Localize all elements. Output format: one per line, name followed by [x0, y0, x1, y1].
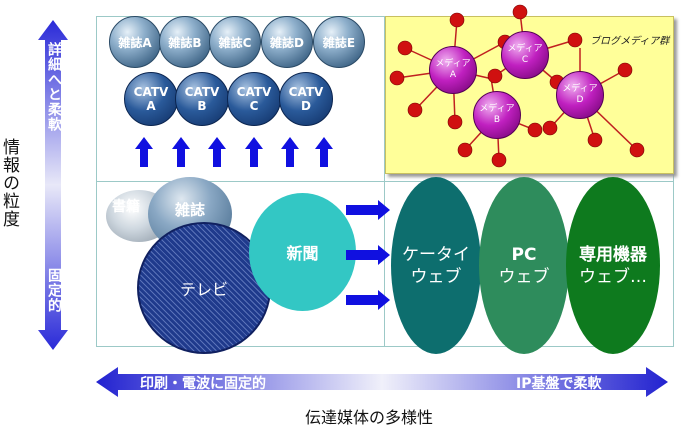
blog-media-title: ブログメディア群: [590, 36, 670, 47]
magazine-sphere: 雑誌E: [313, 16, 365, 68]
magazine-sphere: 雑誌B: [159, 16, 211, 68]
tv-label: テレビ: [179, 280, 228, 299]
newspaper-label: 新聞: [286, 244, 319, 263]
grid-vertical-divider: [384, 16, 385, 347]
horizontal-axis-arrow: [96, 367, 668, 397]
vertical-axis-bottom-label: 固定的: [46, 268, 62, 313]
up-arrows: [135, 137, 333, 167]
magazine-sphere: 雑誌A: [109, 16, 161, 68]
magazine-sphere: 雑誌D: [261, 16, 313, 68]
horizontal-axis-left-label: 印刷・電波に固定的: [140, 376, 266, 392]
horizontal-axis-title: 伝達媒体の多様性: [305, 408, 434, 427]
dedicated-web-ellipse: 専用機器ウェブ…: [566, 177, 660, 354]
grid-horizontal-divider: [96, 181, 674, 182]
vertical-axis-arrow: [38, 20, 68, 350]
tv-circle: テレビ: [137, 222, 271, 354]
blog-network: [389, 4, 645, 168]
books-label: 書籍: [112, 199, 140, 215]
magazine-sphere: 雑誌C: [209, 16, 261, 68]
horizontal-axis-right-label: IP基盤で柔軟: [516, 376, 602, 392]
right-arrows: [346, 200, 390, 310]
vertical-axis-top-label: 詳細へと柔軟: [46, 42, 62, 132]
newspaper-ellipse: 新聞: [249, 193, 356, 311]
mobile-web-ellipse: ケータイウェブ: [391, 177, 481, 354]
magazine-large-label: 雑誌: [174, 201, 205, 219]
vertical-axis-title: 情報の粒度: [0, 138, 19, 228]
